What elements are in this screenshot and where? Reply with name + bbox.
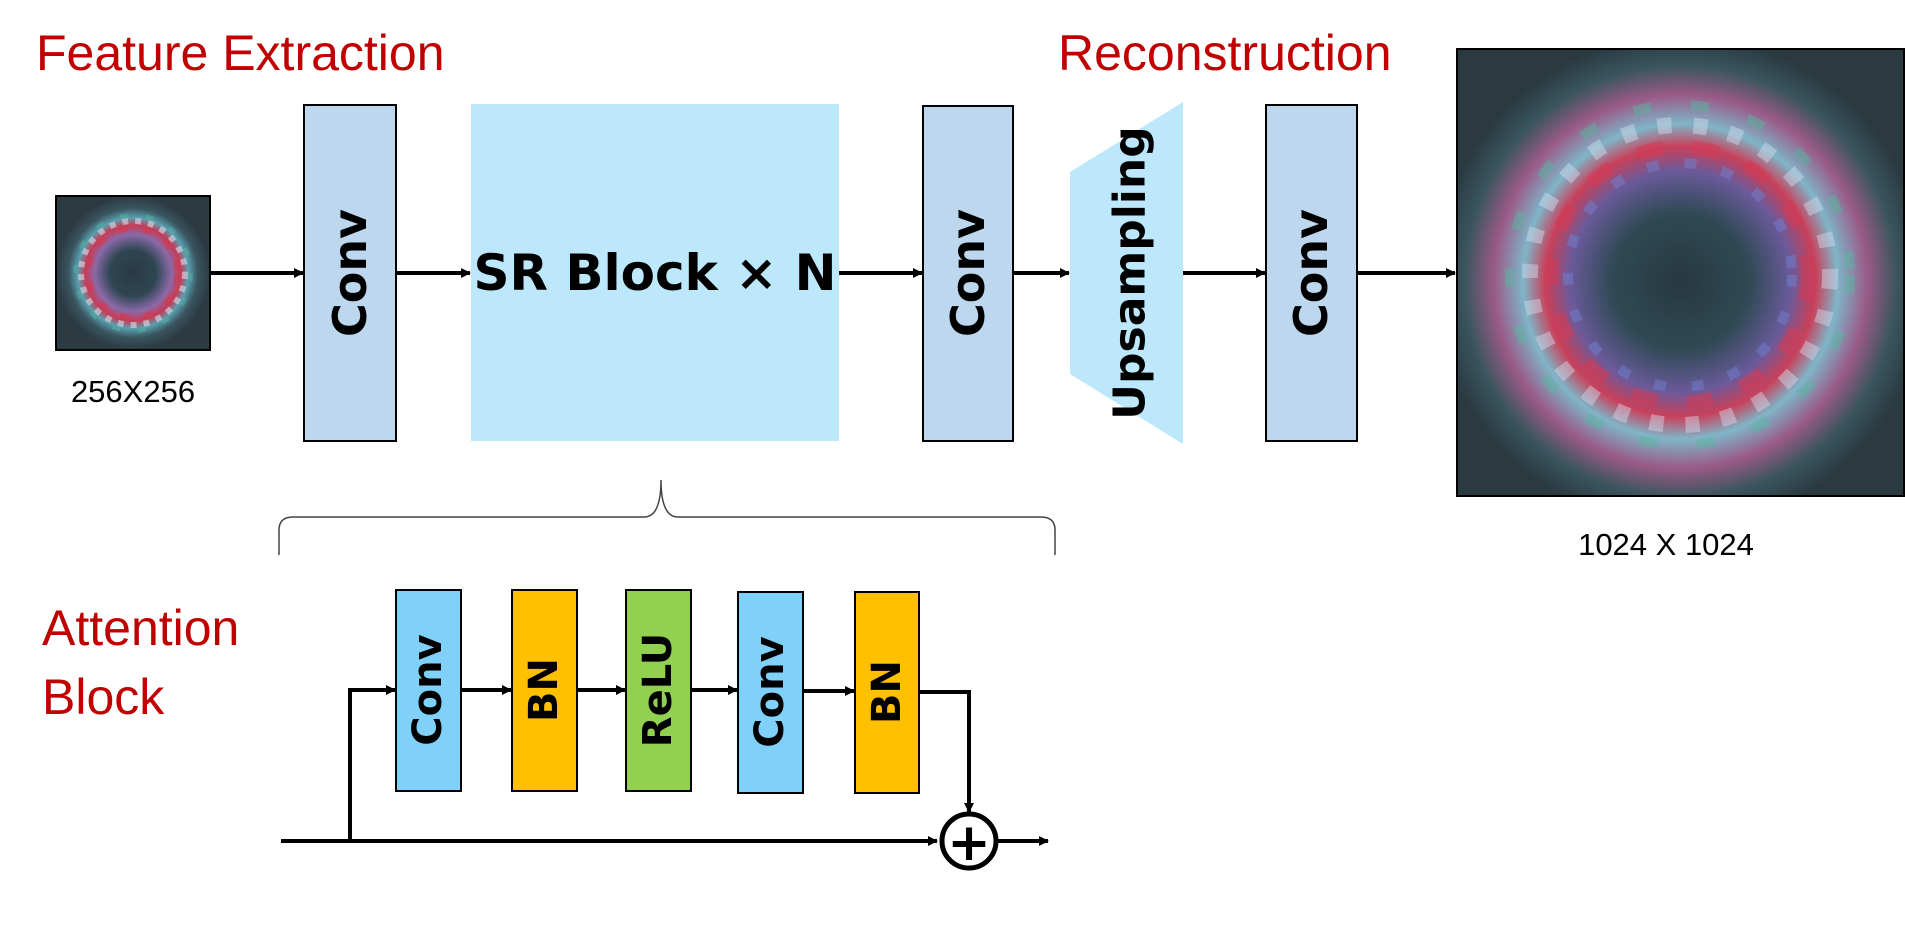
attention-relu-block [625, 589, 692, 792]
attention-conv-a-label: Conv [405, 634, 451, 745]
attention-conv-block-b [737, 591, 804, 794]
output-size-caption: 1024 X 1024 [1578, 527, 1754, 562]
conv-block-3-label: Conv [1284, 209, 1338, 337]
upsampling-label: Upsampling [1105, 126, 1156, 419]
attention-block-title-line1: Attention [42, 600, 239, 656]
sr-block [471, 104, 839, 441]
sr-block-label: SR Block × N [474, 244, 837, 302]
input-image [55, 195, 211, 351]
reconstruction-title: Reconstruction [1058, 25, 1392, 81]
attention-bn-a-label: BN [521, 658, 567, 722]
attention-block-title-line2: Block [42, 669, 165, 725]
attention-relu-label: ReLU [635, 633, 681, 747]
conv-block-3 [1265, 104, 1358, 442]
input-size-caption: 256X256 [71, 374, 195, 409]
sum-symbol: + [947, 813, 991, 873]
expansion-brace [278, 479, 1056, 555]
branch-arrow-to-conv [348, 685, 396, 841]
conv-block-2-label: Conv [941, 209, 995, 337]
conv-block-1-label: Conv [323, 209, 377, 337]
attention-conv-b-label: Conv [747, 636, 793, 747]
output-image [1456, 48, 1905, 497]
feature-extraction-title: Feature Extraction [36, 25, 445, 81]
conv-block-2 [922, 105, 1014, 442]
attention-bn-block-b [854, 591, 920, 794]
attention-bn-block-a [511, 589, 578, 792]
attention-bn-b-label: BN [864, 660, 910, 724]
arrow-bn-to-sum [919, 690, 974, 813]
upsampling-block [1070, 102, 1183, 444]
